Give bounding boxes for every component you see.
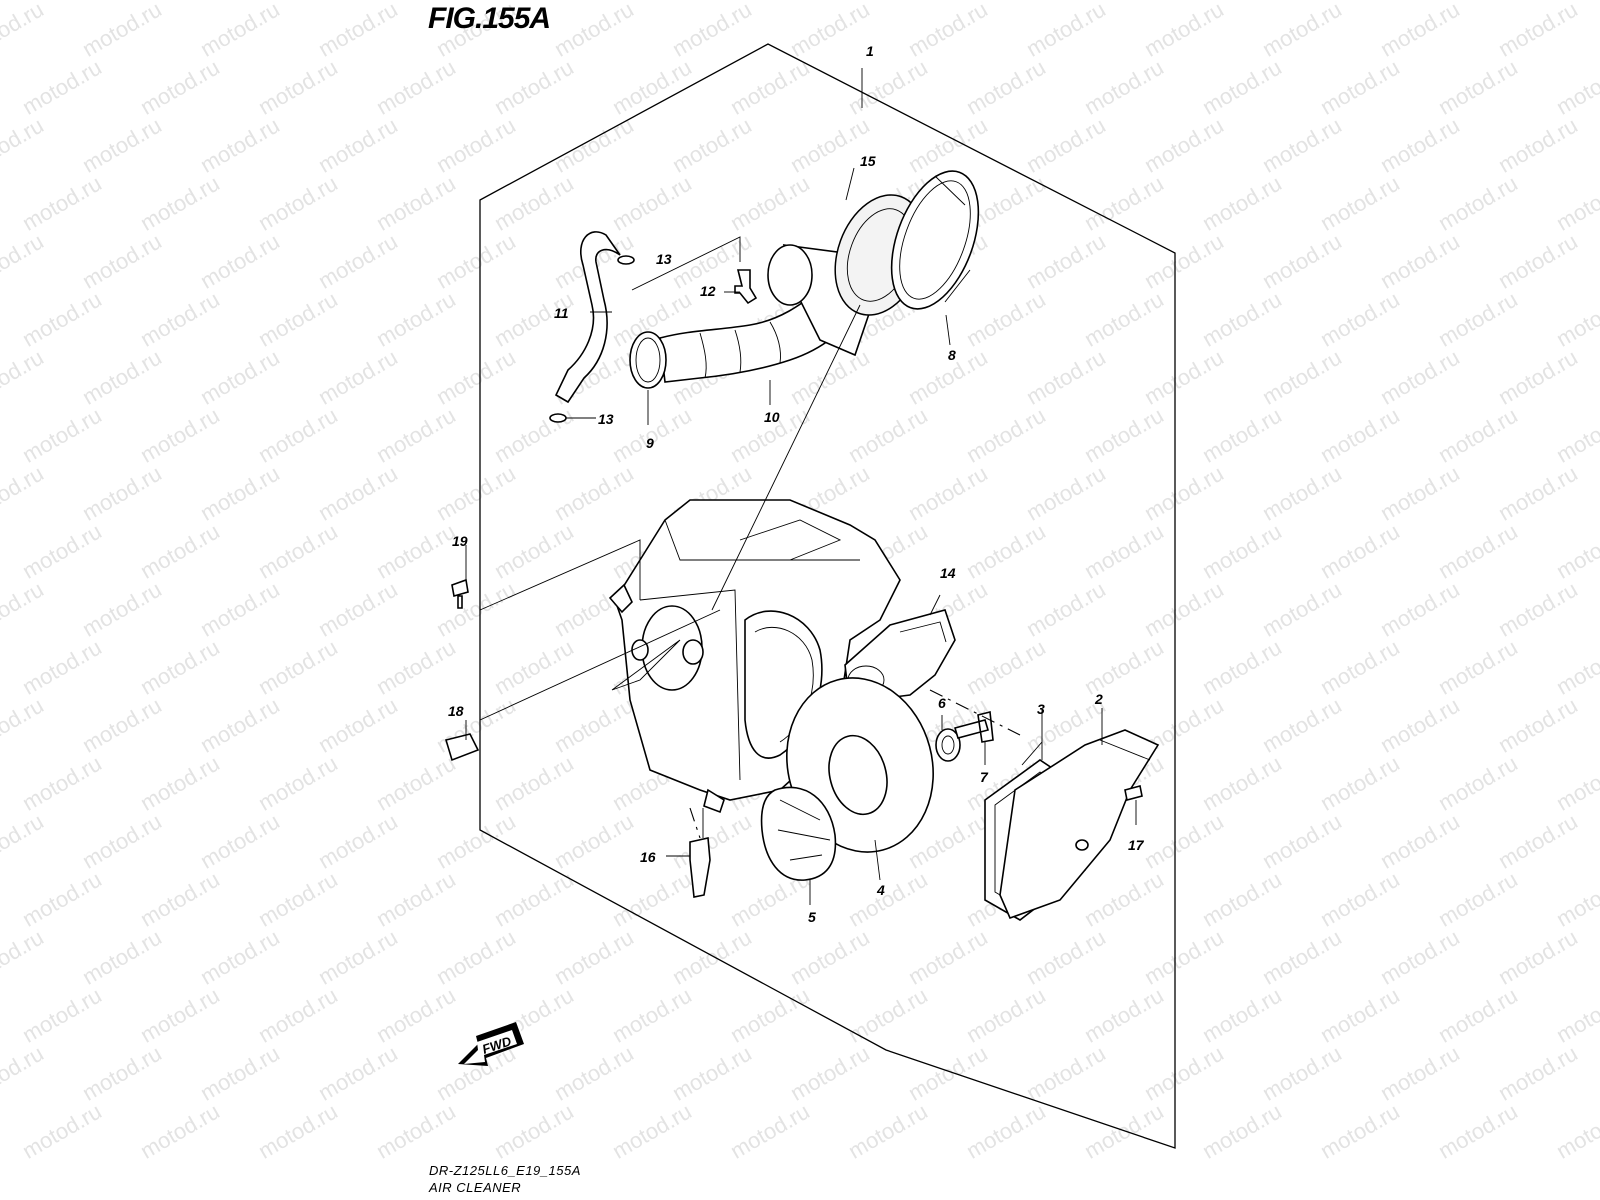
callout-1: 1	[866, 43, 874, 59]
callout-18: 18	[448, 703, 464, 719]
breather-hose	[554, 231, 621, 404]
callout-12: 12	[700, 283, 716, 299]
wing-bolt	[953, 711, 994, 743]
callout-4: 4	[876, 882, 885, 898]
callout-13-lower: 13	[598, 411, 614, 427]
callout-15: 15	[860, 153, 876, 169]
model-code: DR-Z125LL6_E19_155A	[429, 1163, 581, 1178]
callout-2: 2	[1094, 691, 1103, 707]
air-cleaner-cover	[999, 729, 1160, 920]
filter-cap-ring	[890, 170, 980, 310]
fwd-arrow-icon: FWD	[456, 1022, 524, 1066]
callout-17: 17	[1128, 837, 1145, 853]
callout-3: 3	[1037, 701, 1045, 717]
callout-16: 16	[640, 849, 656, 865]
callout-9: 9	[646, 435, 654, 451]
assembly-boundary	[479, 43, 1176, 1149]
callout-14: 14	[940, 565, 956, 581]
leader-13-bracket	[631, 236, 741, 291]
callout-7: 7	[980, 769, 989, 785]
figure-title: FIG.155A	[428, 2, 551, 35]
cover-screw	[1124, 785, 1143, 801]
clamp-upper	[617, 255, 635, 265]
drain-plug	[689, 837, 711, 898]
callout-8: 8	[948, 347, 956, 363]
seal-ring	[935, 728, 961, 762]
callout-11: 11	[554, 305, 569, 321]
tube-clamp	[629, 331, 667, 389]
callout-10: 10	[764, 409, 780, 425]
bolt-19	[451, 578, 469, 609]
section-name: AIR CLEANER	[429, 1180, 522, 1195]
hose-fitting	[734, 269, 758, 305]
intake-boot	[844, 609, 956, 701]
bracket-18	[444, 733, 480, 762]
callout-6: 6	[938, 695, 946, 711]
callout-13-upper: 13	[656, 251, 672, 267]
callout-5: 5	[808, 909, 816, 925]
clamp-lower	[549, 413, 567, 423]
callout-19: 19	[452, 533, 468, 549]
